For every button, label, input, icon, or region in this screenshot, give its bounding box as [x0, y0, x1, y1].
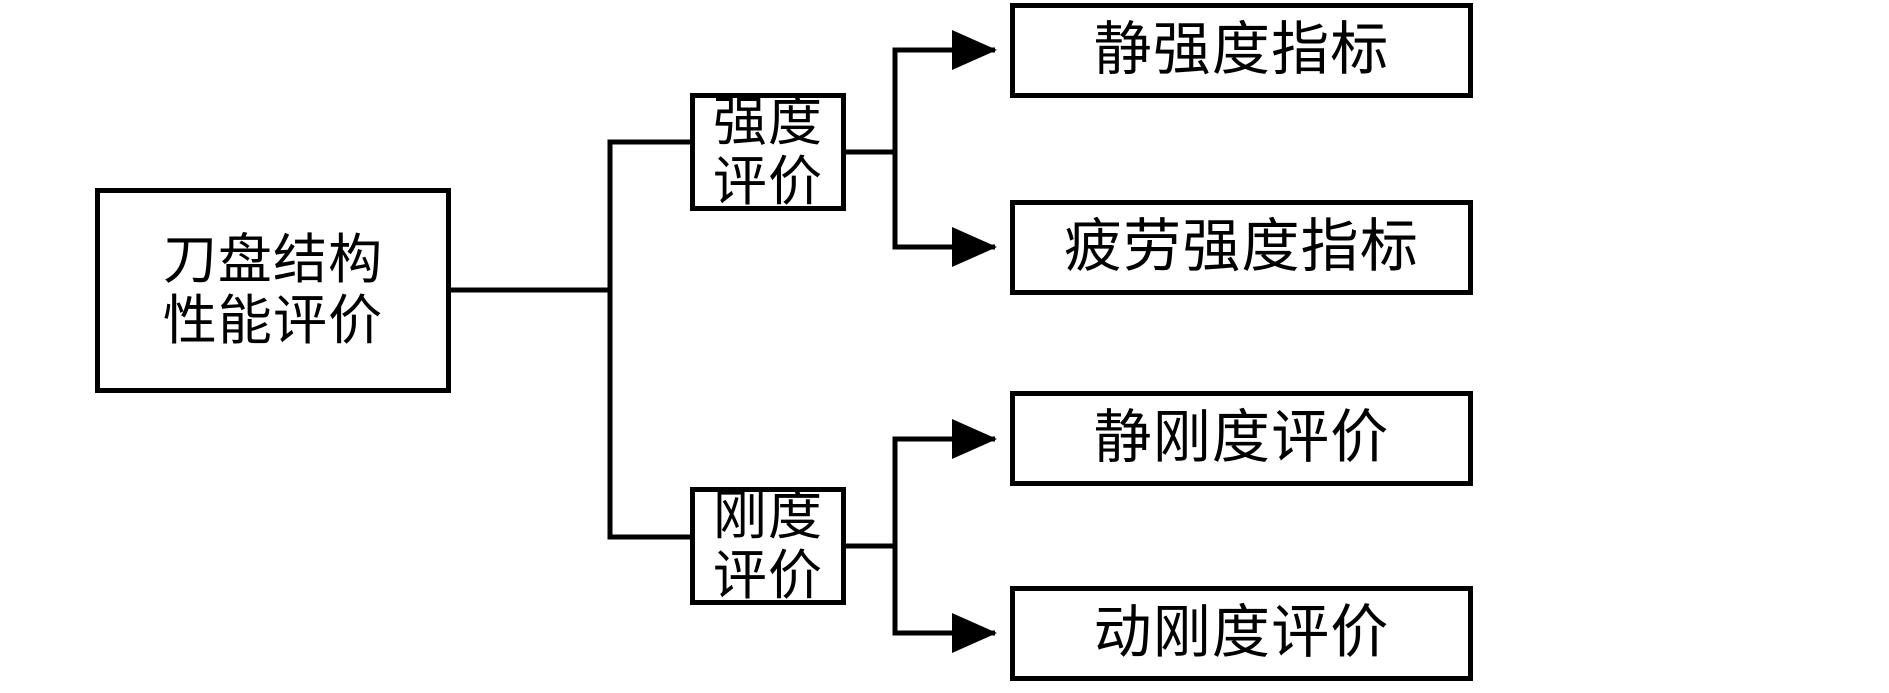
- edge-strength-to-leaves: [845, 30, 997, 267]
- edge-root-to-branches: [450, 139, 690, 540]
- node-fatigue-strength-index[interactable]: 疲劳强度指标: [1010, 200, 1473, 295]
- edge-stiffness-to-dynamic-stiffness: [845, 543, 997, 653]
- node-static-stiffness-evaluation[interactable]: 静刚度评价: [1010, 391, 1473, 486]
- edge-strength-to-static-strength: [845, 30, 997, 155]
- node-dynamic-stiffness-evaluation[interactable]: 动刚度评价: [1010, 586, 1473, 681]
- edge-stiffness-to-static-stiffness: [845, 419, 997, 549]
- node-root-label: 刀盘结构 性能评价: [162, 230, 384, 351]
- edge-strength-to-fatigue-strength: [845, 149, 997, 267]
- node-static-strength-index-label: 静强度指标: [1093, 17, 1390, 83]
- node-static-strength-index[interactable]: 静强度指标: [1010, 3, 1473, 98]
- node-dynamic-stiffness-evaluation-label: 动刚度评价: [1093, 600, 1390, 666]
- node-stiffness-evaluation-label: 刚度评价: [712, 485, 824, 606]
- node-static-stiffness-evaluation-label: 静刚度评价: [1093, 405, 1390, 471]
- edge-root-to-strength: [450, 139, 690, 293]
- node-root[interactable]: 刀盘结构 性能评价: [95, 188, 451, 393]
- node-strength-evaluation-label: 强度评价: [712, 91, 824, 212]
- node-fatigue-strength-index-label: 疲劳强度指标: [1064, 214, 1419, 280]
- node-strength-evaluation[interactable]: 强度评价: [690, 91, 846, 212]
- node-stiffness-evaluation[interactable]: 刚度评价: [690, 485, 846, 606]
- edge-root-to-stiffness: [450, 287, 690, 540]
- edge-stiffness-to-leaves: [845, 419, 997, 653]
